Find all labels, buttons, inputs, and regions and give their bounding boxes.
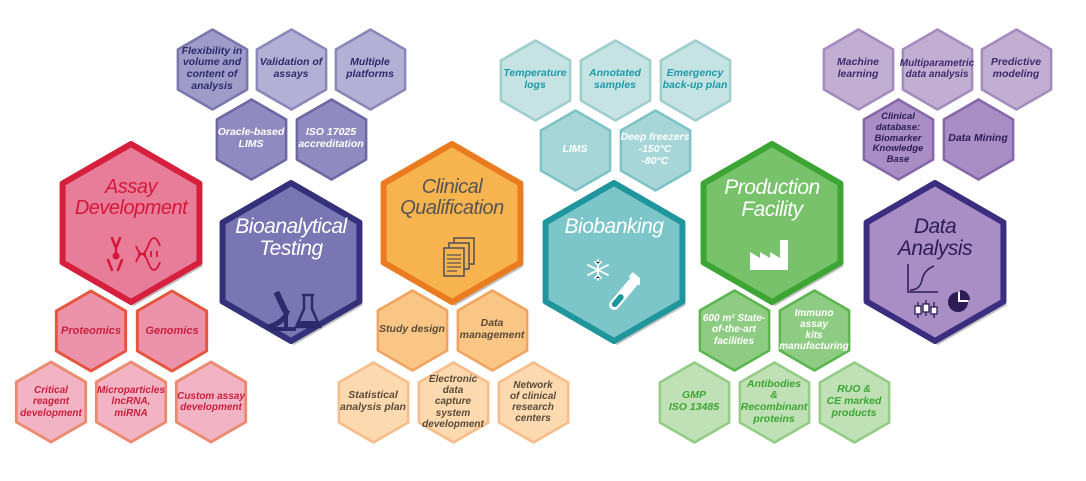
hex-network-clinical-centers: Network of clinical research centers (491, 360, 576, 445)
hex-antibodies: Antibodies & Recombinant proteins (732, 360, 817, 445)
hex-label: Flexibility in volume and content of ana… (181, 44, 243, 92)
hex-label: GMP ISO 13485 (668, 389, 720, 413)
hex-label: Electronic data capture system developme… (422, 374, 484, 430)
hex-biobanking: Biobanking (529, 177, 699, 347)
hex-custom-assay: Custom assay development (168, 359, 254, 445)
antibody-dna-icon (106, 236, 161, 272)
hex-label: LIMS (562, 143, 588, 156)
hex-oracle-lims: Oracle-based LIMS (209, 97, 294, 182)
hex-title: Data Analysis (897, 215, 973, 261)
hex-flexibility: Flexibility in volume and content of ana… (170, 27, 255, 112)
hex-annotated-samples: Annotated samples (573, 38, 658, 123)
microscope-flask-icon (266, 291, 322, 331)
hex-critical-reagent: Critical reagent development (8, 359, 94, 445)
hex-title: Bioanalytical Testing (235, 215, 347, 261)
hex-gmp-iso: GMP ISO 13485 (652, 360, 737, 445)
hex-label: Statistical analysis plan (340, 389, 406, 413)
hex-label: Study design (379, 323, 445, 336)
hex-bioanalytical-testing: Bioanalytical Testing (206, 177, 376, 347)
hex-label: Data management (459, 317, 525, 341)
hex-lims: LIMS (533, 108, 618, 193)
hex-predictive-modeling: Predictive modeling (974, 27, 1059, 112)
hex-machine-learning: Machine learning (816, 27, 901, 112)
hex-electronic-data-capture: Electronic data capture system developme… (411, 360, 496, 445)
hex-statistical-analysis: Statistical analysis plan (331, 360, 416, 445)
factory-icon (750, 240, 788, 270)
hex-label: Custom assay development (177, 390, 245, 413)
hex-study-design: Study design (370, 288, 455, 373)
hex-label: Machine learning (836, 56, 879, 80)
hex-temperature-logs: Temperature logs (493, 38, 578, 123)
snowflake-tube-icon (587, 259, 640, 310)
hex-label: Proteomics (61, 324, 121, 337)
hex-microparticles: Microparticles lncRNA, miRNA (88, 359, 174, 445)
hex-label: Annotated samples (589, 67, 641, 91)
hex-data-analysis: Data Analysis (850, 177, 1020, 347)
hex-clinical-database: Clinical database: Biomarker Knowledge B… (856, 97, 941, 182)
hex-label: Data Mining (948, 132, 1008, 145)
hex-label: Network of clinical research centers (509, 379, 557, 425)
hex-data-mining: Data Mining (936, 97, 1021, 182)
hex-label: ISO 17025 accreditation (298, 126, 364, 150)
hex-label: Clinical database: Biomarker Knowledge B… (872, 111, 924, 165)
hex-genomics: Genomics (129, 288, 215, 374)
hex-label: Critical reagent development (20, 385, 82, 419)
documents-icon (443, 237, 475, 277)
hex-data-management: Data management (450, 288, 535, 373)
hex-ruo-ce-marked: RUO & CE marked products (812, 360, 897, 445)
hex-label: RUO & CE marked products (826, 383, 882, 419)
hex-title: Assay Development (74, 176, 188, 220)
hex-clinical-qualification: Clinical Qualification (367, 138, 537, 308)
hex-label: Multiparametric data analysis (899, 57, 975, 80)
hex-label: Immuno assay kits manufacturing (779, 307, 849, 353)
hex-assay-development: Assay Development (46, 138, 216, 308)
hex-validation-of-assays: Validation of assays (249, 27, 334, 112)
hex-title: Production Facility (724, 176, 820, 222)
hex-label: Oracle-based LIMS (217, 126, 285, 150)
hex-iso-17025: ISO 17025 accreditation (289, 97, 374, 182)
hex-label: 600 m² State- of-the-art facilities (702, 313, 766, 347)
hex-state-of-the-art-facilities: 600 m² State- of-the-art facilities (692, 288, 777, 373)
hex-multiparametric-analysis: Multiparametric data analysis (895, 27, 980, 112)
hex-label: Emergency back-up plan (662, 67, 728, 91)
hex-production-facility: Production Facility (687, 138, 857, 308)
hex-deep-freezers: Deep freezers -150°C -80°C (613, 108, 698, 193)
hex-label: Predictive modeling (990, 56, 1042, 80)
hex-label: Multiple platforms (346, 56, 394, 80)
hex-proteomics: Proteomics (48, 288, 134, 374)
hex-emergency-backup: Emergency back-up plan (653, 38, 738, 123)
hex-label: Microparticles lncRNA, miRNA (97, 385, 165, 419)
hex-label: Genomics (145, 324, 199, 337)
hex-label: Deep freezers -150°C -80°C (620, 131, 690, 167)
hex-label: Validation of assays (259, 56, 323, 80)
hex-label: Antibodies & Recombinant proteins (740, 377, 808, 425)
hex-immuno-assay-kits: Immuno assay kits manufacturing (772, 288, 857, 373)
hex-title: Biobanking (564, 215, 664, 239)
hex-label: Temperature logs (503, 67, 567, 91)
hex-title: Clinical Qualification (400, 176, 504, 220)
hex-multiple-platforms: Multiple platforms (328, 27, 413, 112)
data-charts-icon (907, 264, 970, 318)
